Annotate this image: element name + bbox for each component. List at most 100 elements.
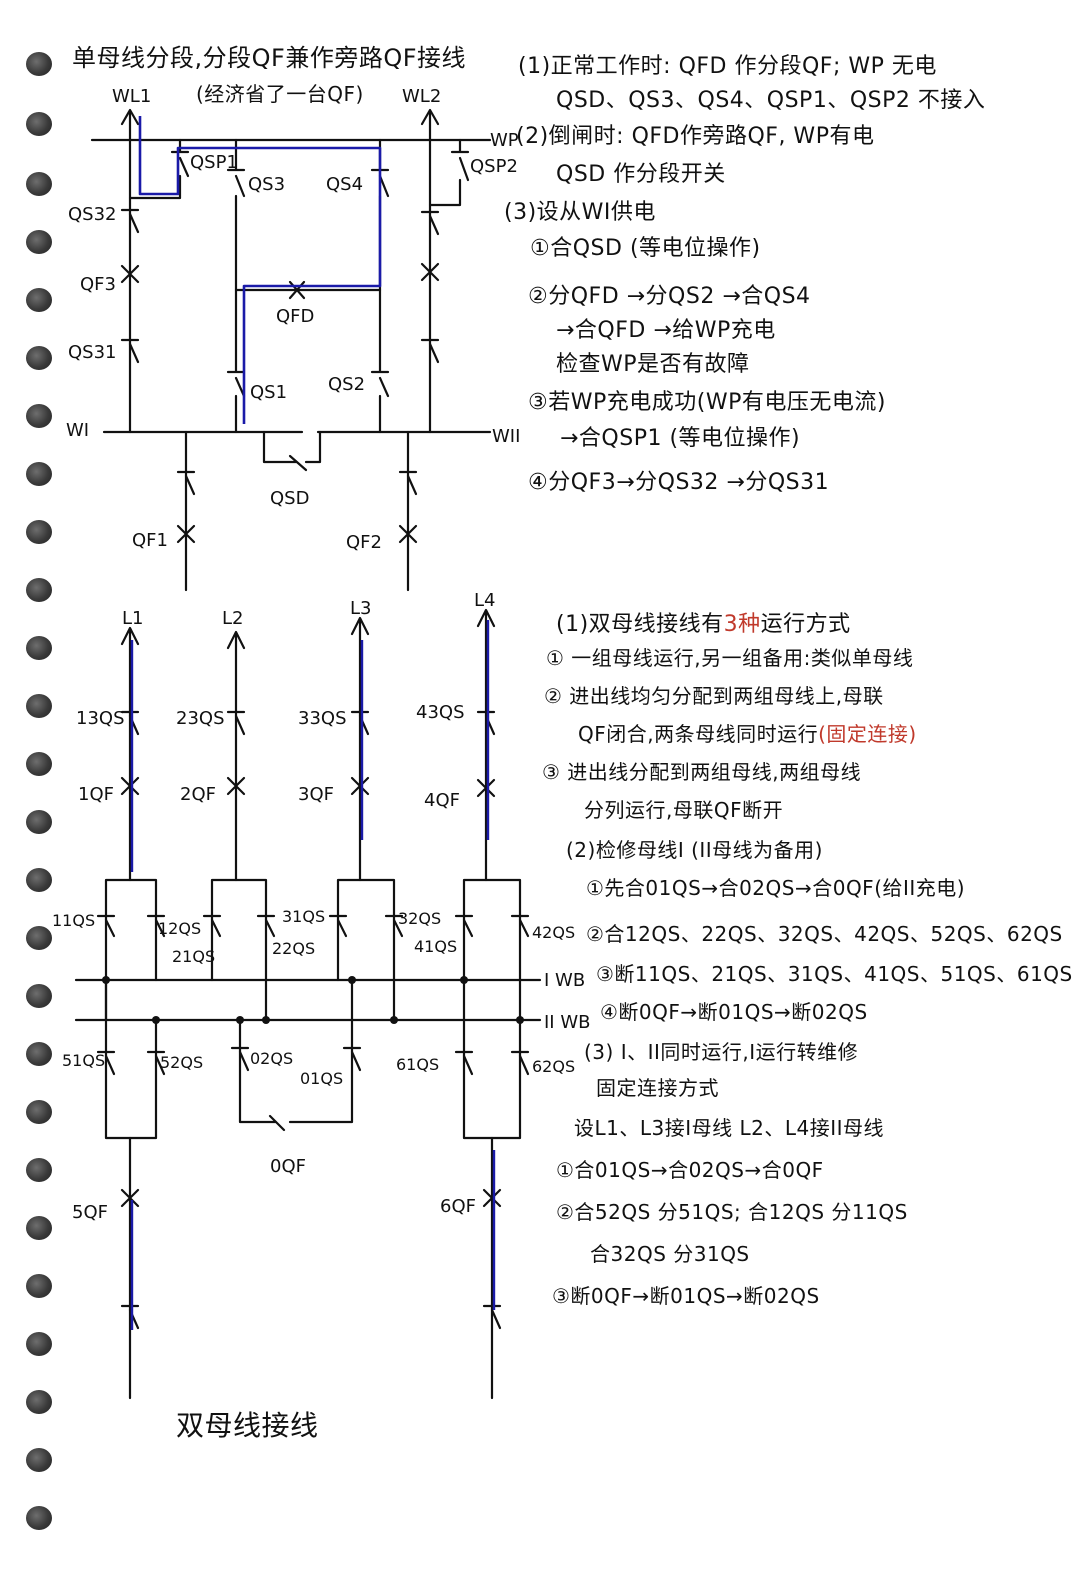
binding-hole [26,52,52,76]
l3-line [350,616,370,882]
note1-line: ①合QSD (等电位操作) [530,236,761,261]
note1-line: QSD 作分段开关 [556,162,726,187]
label-6qf: 6QF [440,1196,476,1217]
label-wi: WI [66,420,89,441]
note2-line: 设L1、L3接I母线 L2、L4接II母线 [574,1116,885,1140]
binding-hole [26,172,52,196]
label-wii: WII [492,426,520,447]
note1-line: 检查WP是否有故障 [556,352,750,377]
qs1-switch [226,288,246,434]
label-qf2: QF2 [346,532,382,553]
note1-line: (2)倒闸时: QFD作旁路QF, WP有电 [516,124,875,149]
label-qsd: QSD [270,488,309,509]
l2-fork [210,878,268,1022]
note1-line: →合QSP1 (等电位操作) [560,426,801,451]
qs11-switch [96,914,116,938]
label-qsp2: QSP2 [470,156,518,177]
junction-dot [102,976,110,984]
binding-hole [26,578,52,602]
label-qf3: QF3 [80,274,116,295]
label-l4: L4 [474,590,495,611]
note1-line: (3)设从WI供电 [504,200,656,225]
junction-dot [262,1016,270,1024]
qs41-switch [454,914,474,938]
qf1-disconnector [176,470,196,496]
label-qsp1: QSP1 [190,152,238,173]
note1-line: (1)正常工作时: QFD 作分段QF; WP 无电 [518,54,937,79]
qf2-breaker [398,524,418,544]
label-62qs: 62QS [532,1057,575,1076]
label-qs31: QS31 [68,342,117,363]
label-42qs: 42QS [532,923,575,942]
qs31b-switch [328,914,348,938]
binding-hole [26,926,52,950]
label-22qs: 22QS [272,939,315,958]
diagram1-subtitle: (经济省了一台QF) [196,82,364,106]
note2-line: ② 进出线均匀分配到两组母线上,母联 [544,684,884,708]
qfd-breaker [288,280,306,300]
note2-qf-red: (固定连接) [818,722,917,746]
note2-line: (2)检修母线I (II母线为备用) [566,838,823,862]
junction-dot [516,1016,524,1024]
label-01qs: 01QS [300,1069,343,1088]
label-l2: L2 [222,608,243,629]
label-23qs: 23QS [176,708,225,729]
qf2b-breaker [226,776,246,796]
binding-hole [26,404,52,428]
qf5-breaker [120,1188,140,1208]
label-43qs: 43QS [416,702,465,723]
diagram2-title: 双母线接线 [176,1409,319,1442]
junction-dot [390,1016,398,1024]
note2-line: ① 一组母线运行,另一组备用:类似单母线 [546,646,914,670]
label-qs3: QS3 [248,174,285,195]
note2-heading-post: 运行方式 [760,612,851,637]
qs51-switch [96,1050,116,1076]
binding-hole [26,1506,52,1530]
note2-line: ②合12QS、22QS、32QS、42QS、52QS、62QS [586,922,1063,946]
label-qf1: QF1 [132,530,168,551]
binding-hole [26,346,52,370]
note2-heading-red: 3种 [723,612,761,637]
qs61-switch [454,1050,474,1076]
binding-hole [26,984,52,1008]
label-wp: WP [490,130,519,151]
note2-qf-pre: QF闭合,两条母线同时运行 [578,722,819,746]
label-iwb: I WB [544,970,585,991]
wl2-upper-switch [420,210,440,236]
label-qfd: QFD [276,306,314,327]
qs01-switch [342,1046,362,1072]
binding-hole [26,520,52,544]
note2-line: 固定连接方式 [596,1076,719,1100]
qf1-breaker [176,524,196,544]
qs12-switch [146,914,166,938]
note1-line: →合QFD →给WP充电 [556,318,776,343]
qs3-switch [226,138,246,292]
qs22-switch [256,914,276,938]
l1-fork [104,878,158,1022]
bypass-highlight-path [138,116,382,424]
qsd-switch [262,430,322,472]
binding-hole [26,1042,52,1066]
qs62-switch [510,1050,530,1076]
qs02-switch [230,1046,250,1072]
qf3b-breaker [350,776,370,796]
binding-hole [26,1274,52,1298]
label-wl1: WL1 [112,86,151,107]
binding-hole [26,462,52,486]
label-4qf: 4QF [424,790,460,811]
label-33qs: 33QS [298,708,347,729]
label-qs2: QS2 [328,374,365,395]
qsp2-link [428,178,462,207]
l4-line [476,608,496,882]
diagram1-title: 单母线分段,分段QF兼作旁路QF接线 [72,44,467,72]
note2-line: ③断11QS、21QS、31QS、41QS、51QS、61QS [596,962,1073,986]
l4-fork [462,878,522,1022]
note2-line: ①先合01QS→合02QS→合0QF(给II充电) [586,876,966,900]
binding-hole [26,288,52,312]
binding-hole [26,636,52,660]
qs2-switch [370,288,390,434]
qs32-switch [120,208,140,234]
note1-line: ③若WP充电成功(WP有电压无电流) [528,390,886,415]
junction-dot [348,976,356,984]
